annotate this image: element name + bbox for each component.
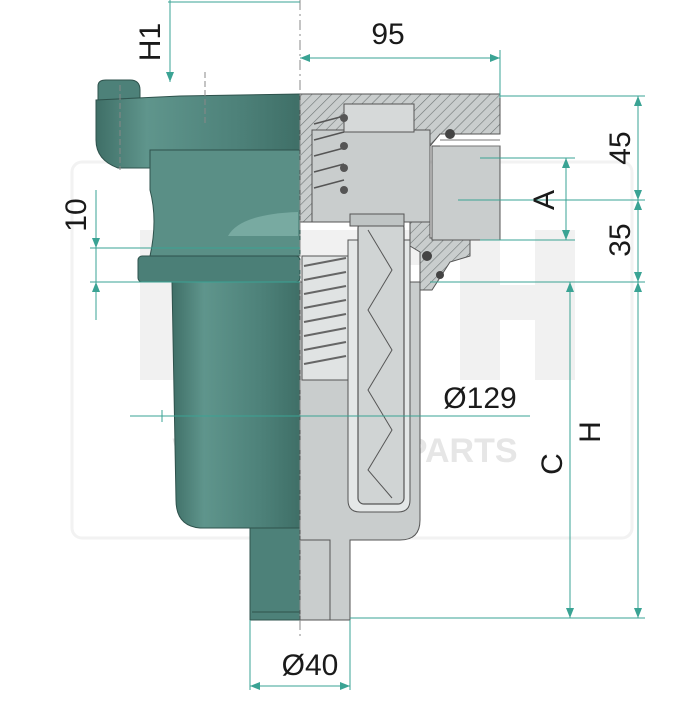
dim-35-label: 35	[604, 223, 637, 256]
dim-h1-label: H1	[134, 23, 167, 61]
dim-d129-label: Ø129	[443, 382, 516, 415]
dim-h-label: H	[574, 421, 607, 443]
dim-45-label: 45	[604, 131, 637, 164]
filter-exterior	[95, 79, 301, 621]
dimension-arrows	[92, 54, 642, 690]
dim-10-label: 10	[60, 198, 93, 231]
dim-95-label: 95	[371, 18, 404, 51]
dim-a-label: A	[528, 190, 561, 210]
dim-d40-label: Ø40	[282, 649, 339, 682]
dimension-lines	[90, 0, 645, 690]
dim-c-label: C	[536, 453, 569, 475]
filter-section	[299, 93, 501, 621]
